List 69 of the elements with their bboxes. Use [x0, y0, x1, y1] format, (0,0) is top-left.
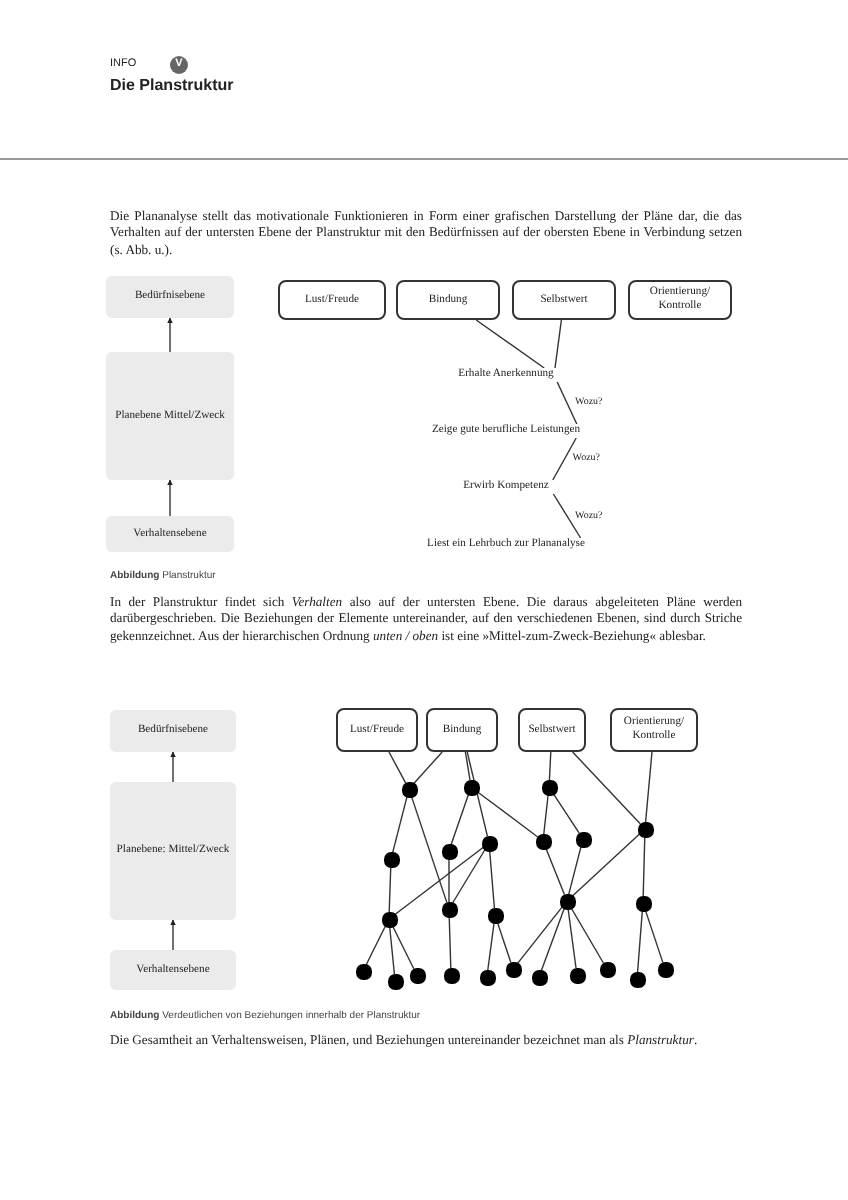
connector-line	[448, 857, 450, 903]
plan-dot	[658, 962, 674, 978]
plan-dot	[482, 836, 498, 852]
connector-line	[496, 920, 512, 964]
connector-line	[466, 751, 489, 837]
plan-dot	[542, 780, 558, 796]
connector-line	[642, 835, 646, 897]
connector-line	[556, 381, 578, 425]
plan-dot	[488, 908, 504, 924]
plan-dot	[410, 968, 426, 984]
connector-line	[568, 845, 582, 895]
connector-line	[571, 833, 641, 897]
connector-line	[388, 865, 392, 913]
connector-line	[487, 921, 495, 971]
arrow	[170, 919, 176, 951]
connector-line	[464, 751, 471, 781]
plan-dot	[636, 896, 652, 912]
connector-line	[450, 792, 470, 846]
plan-dot	[600, 962, 616, 978]
connector-line	[388, 751, 407, 784]
connector-line	[448, 915, 452, 969]
connector-line	[571, 751, 641, 825]
plan-dot	[464, 780, 480, 796]
connector-line	[451, 848, 487, 904]
plan-dot	[384, 852, 400, 868]
plan-dot	[570, 968, 586, 984]
plan-dot	[444, 968, 460, 984]
arrow	[167, 317, 173, 353]
connector-line	[567, 907, 577, 969]
connector-line	[393, 846, 485, 916]
connector-line	[516, 905, 564, 965]
connector-line	[540, 906, 566, 972]
connector-line	[644, 751, 653, 823]
connector-line	[552, 792, 580, 834]
connector-line	[636, 909, 644, 973]
plan-dot	[630, 972, 646, 988]
connector-line	[388, 925, 396, 975]
connector-line	[552, 437, 577, 481]
connector-line	[552, 493, 582, 539]
connector-line	[544, 846, 566, 896]
connector-line	[543, 793, 549, 835]
plan-dot	[638, 822, 654, 838]
connector-line	[475, 319, 545, 369]
plan-dot	[382, 912, 398, 928]
plan-dot	[402, 782, 418, 798]
connector-line	[488, 849, 496, 909]
plan-dot	[506, 962, 522, 978]
connector-line	[475, 790, 539, 838]
connector-line	[410, 794, 448, 904]
connector-line	[365, 924, 387, 966]
connector-line	[548, 751, 552, 781]
page-title: Die Planstruktur	[110, 76, 234, 94]
plan-dot	[532, 970, 548, 986]
plan-dot	[442, 844, 458, 860]
arrow	[167, 479, 173, 517]
plan-dot	[560, 894, 576, 910]
plan-dot	[442, 902, 458, 918]
connector-line	[392, 795, 408, 853]
connector-line	[554, 319, 563, 369]
plan-dot	[536, 834, 552, 850]
arrow	[170, 751, 176, 783]
plan-dot	[388, 974, 404, 990]
connector-line	[569, 906, 605, 964]
connector-line	[391, 924, 415, 970]
plan-dot	[356, 964, 372, 980]
connector-line	[412, 751, 443, 785]
connector-line	[644, 908, 664, 964]
plan-dot	[480, 970, 496, 986]
plan-dot	[576, 832, 592, 848]
